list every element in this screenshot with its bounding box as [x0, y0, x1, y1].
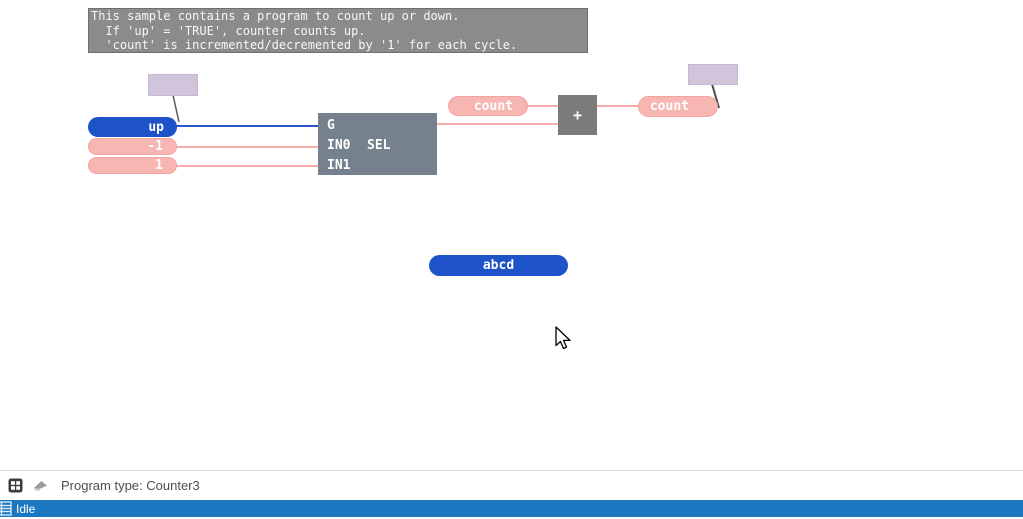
constant-label: 1: [155, 158, 163, 173]
connector-tag-box[interactable]: [688, 64, 738, 85]
variable-pill-count-input[interactable]: count: [448, 96, 528, 116]
variable-pill-up[interactable]: up: [88, 117, 177, 137]
plus-operator-label: +: [572, 106, 583, 124]
comment-block[interactable]: This sample contains a program to count …: [88, 8, 588, 53]
bottom-margin-strip: [0, 517, 1023, 519]
runtime-status-label: Idle: [16, 501, 36, 516]
variable-label: count: [649, 99, 689, 114]
fbd-editor-canvas[interactable]: This sample contains a program to count …: [0, 0, 1023, 470]
constant-pill-1[interactable]: 1: [88, 157, 177, 174]
eraser-icon[interactable]: [31, 478, 49, 493]
sel-input-in1-label: IN1: [327, 158, 351, 173]
sel-function-block[interactable]: G IN0 SEL IN1: [318, 113, 437, 175]
sel-block-name: SEL: [367, 138, 391, 153]
program-type-label: Program type: Counter3: [61, 478, 200, 493]
mouse-cursor: [555, 326, 571, 350]
variable-label: abcd: [482, 258, 515, 273]
variable-label: up: [148, 119, 164, 135]
comment-line: If 'up' = 'TRUE', counter counts up.: [91, 23, 366, 38]
sel-input-g-label: G: [327, 118, 335, 133]
variable-pill-abcd[interactable]: abcd: [429, 255, 568, 276]
constant-pill-minus1[interactable]: -1: [88, 138, 177, 155]
add-operator-block[interactable]: +: [558, 95, 597, 135]
constant-label: -1: [147, 139, 163, 154]
wire-connections: [172, 83, 720, 167]
comment-line: This sample contains a program to count …: [91, 9, 460, 23]
comment-line: 'count' is incremented/decremented by '1…: [91, 38, 518, 52]
runtime-status-bar: Idle: [0, 500, 1023, 517]
grid-icon[interactable]: [8, 478, 23, 493]
status-bar: Program type: Counter3: [0, 470, 1023, 500]
sel-input-in0-label: IN0: [327, 138, 351, 153]
list-icon[interactable]: [0, 501, 13, 516]
variable-label: count: [473, 98, 513, 114]
variable-pill-count-output[interactable]: count: [638, 96, 718, 117]
connector-tag-box[interactable]: [148, 74, 198, 96]
